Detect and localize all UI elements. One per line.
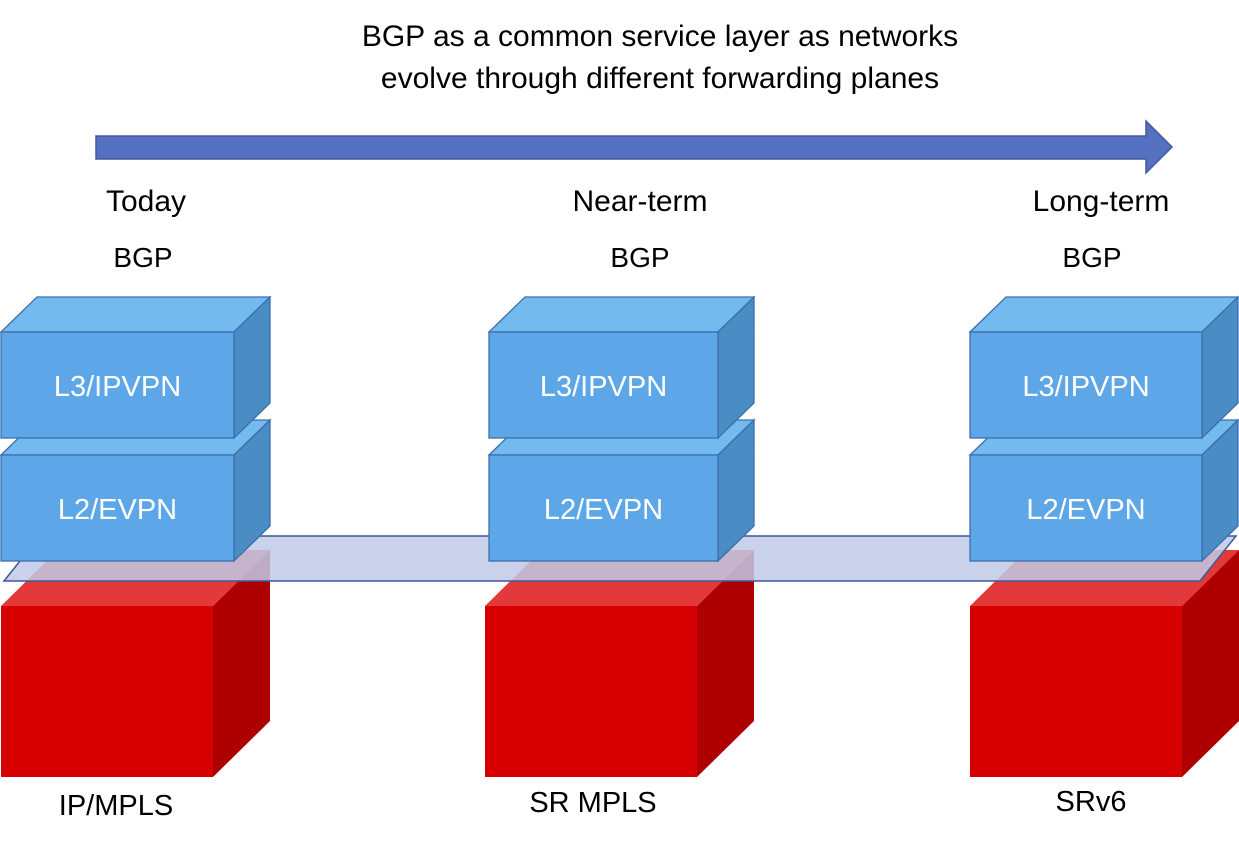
forwarding-label-ip-mpls: IP/MPLS: [58, 790, 174, 822]
phase-label-long-term: Long-term: [1032, 185, 1170, 218]
service-box-l2-today: [0, 418, 272, 563]
forwarding-box-near-term-side-face: [697, 550, 754, 777]
forwarding-box-long-term-front-face: [970, 606, 1182, 777]
forwarding-box-long-term-side-face: [1182, 550, 1239, 777]
service-label-l3-near-term: L3/IPVPN: [540, 371, 667, 403]
bgp-label-long-term: BGP: [1062, 242, 1122, 273]
bgp-label-today: BGP: [113, 242, 173, 273]
service-box-l3-today-front-face: [0, 331, 235, 439]
forwarding-label-sr-mpls: SR MPLS: [529, 787, 657, 819]
phase-label-near-term: Near-term: [572, 185, 708, 218]
service-box-l3-near-term-front-face: [488, 331, 719, 439]
forwarding-box-near-term: [485, 550, 754, 777]
service-box-l2-long-term-front-face: [969, 454, 1203, 562]
service-box-l3-near-term-top-face: [487, 296, 756, 333]
service-label-l2-near-term: L2/EVPN: [544, 494, 663, 526]
service-box-l2-near-term: [487, 418, 756, 563]
service-box-l3-today: [0, 295, 272, 440]
forwarding-box-near-term-front-face: [485, 606, 697, 777]
service-box-l2-long-term: [968, 418, 1239, 563]
bgp-label-near-term: BGP: [610, 242, 670, 273]
forwarding-box-today-front-face: [1, 606, 213, 777]
service-label-l3-today: L3/IPVPN: [54, 371, 181, 403]
phase-label-today: Today: [105, 185, 187, 218]
service-box-l3-near-term: [487, 295, 756, 440]
title-line-2: evolve through different forwarding plan…: [380, 62, 940, 95]
service-box-l3-long-term-front-face: [969, 331, 1203, 439]
title-line-1: BGP as a common service layer as network…: [361, 20, 959, 53]
service-box-l3-long-term-top-face: [968, 296, 1239, 333]
service-label-l2-long-term: L2/EVPN: [1026, 494, 1145, 526]
timeline-arrow: [95, 119, 1174, 175]
forwarding-label-srv6: SRv6: [1055, 786, 1127, 818]
forwarding-box-long-term: [970, 550, 1239, 777]
forwarding-box-today: [1, 550, 270, 777]
service-label-l2-today: L2/EVPN: [58, 494, 177, 526]
service-box-l3-today-top-face: [0, 296, 272, 333]
forwarding-box-today-side-face: [213, 550, 270, 777]
service-label-l3-long-term: L3/IPVPN: [1022, 371, 1149, 403]
service-box-l2-near-term-front-face: [488, 454, 719, 562]
service-box-l2-today-front-face: [0, 454, 235, 562]
service-box-l3-long-term: [968, 295, 1239, 440]
